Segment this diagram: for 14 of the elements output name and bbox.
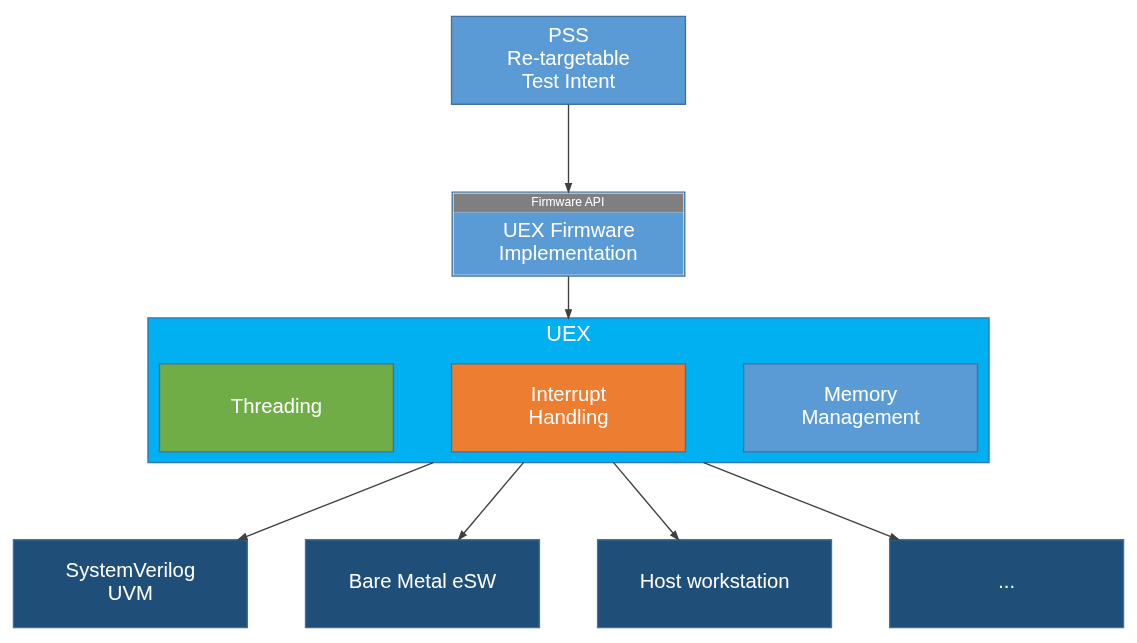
node-box: Interrupt Handling — [450, 362, 687, 452]
node-box: ... — [888, 538, 1125, 628]
arrow — [457, 461, 525, 541]
arrow — [703, 461, 901, 540]
node-box: Threading — [158, 362, 395, 452]
node-box: SystemVerilog UVM — [12, 538, 249, 628]
arrow — [564, 275, 573, 320]
node-box: Memory Management — [742, 362, 979, 452]
arrow — [612, 461, 680, 541]
node-box: Bare Metal eSW — [304, 538, 541, 628]
arrow — [236, 461, 434, 540]
arrow — [564, 103, 573, 194]
node-box: PSS Re-targetable Test Intent — [450, 15, 687, 105]
node-box: Host workstation — [596, 538, 833, 628]
